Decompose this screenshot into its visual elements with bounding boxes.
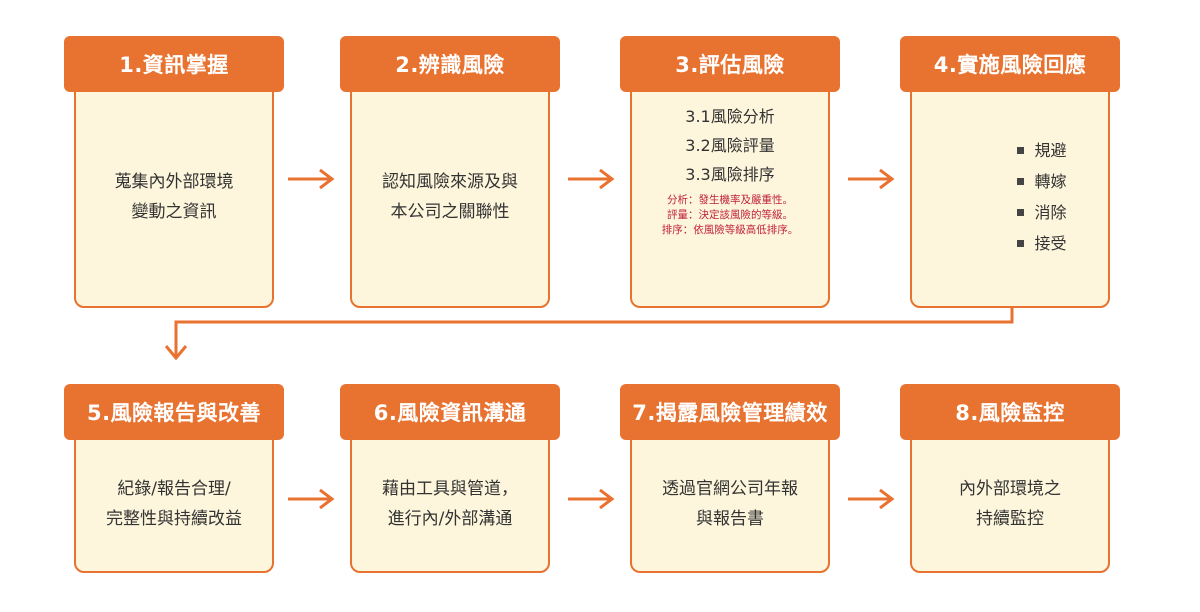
step-1-line-2: 變動之資訊 <box>131 202 217 222</box>
arrow-right-icon <box>288 168 335 190</box>
step-7-line-2: 與報告書 <box>696 508 764 529</box>
step-3-note-2: 評量：決定該風險的等級。 <box>667 209 793 221</box>
step-6-line-2: 進行內/外部溝通 <box>387 508 513 529</box>
step-2-title: 2.辨識風險 <box>340 36 560 92</box>
square-bullet-icon <box>1017 240 1025 247</box>
step-8-title: 8.風險監控 <box>900 384 1120 440</box>
step-1-body: 蒐集內外部環境 變動之資訊 <box>74 86 274 308</box>
arrow-right-icon <box>848 488 895 510</box>
step-3-title: 3.評估風險 <box>620 36 840 92</box>
step-5-title: 5.風險報告與改善 <box>64 384 284 440</box>
step-4-bullet-4: 接受 <box>1017 228 1067 259</box>
step-3-line-1: 3.1風險分析 <box>685 107 775 126</box>
step-1-title: 1.資訊掌握 <box>64 36 284 92</box>
step-3-note-3: 排序：依風險等級高低排序。 <box>661 224 799 236</box>
arrow-right-icon <box>568 168 615 190</box>
step-7-body: 透過官網公司年報 與報告書 <box>630 434 830 573</box>
step-4-bullet-2-label: 轉嫁 <box>1034 172 1067 191</box>
step-3-body: 3.1風險分析 3.2風險評量 3.3風險排序 分析：發生機率及嚴重性。 評量：… <box>630 86 830 308</box>
step-5-line-1: 紀錄/報告合理/ <box>117 478 231 499</box>
step-6-line-1: 藉由工具與管道， <box>382 478 518 499</box>
arrow-right-icon <box>568 488 615 510</box>
step-4-title: 4.實施風險回應 <box>900 36 1120 92</box>
step-6-title: 6.風險資訊溝通 <box>340 384 560 440</box>
arrow-right-icon <box>288 488 335 510</box>
step-2-line-1: 認知風險來源及與 <box>382 172 518 192</box>
step-4-bullet-1-label: 規避 <box>1034 141 1067 160</box>
square-bullet-icon <box>1017 178 1025 185</box>
step-8-body: 內外部環境之 持續監控 <box>910 434 1110 573</box>
step-5-line-2: 完整性與持續改益 <box>106 508 242 529</box>
step-4-bullet-4-label: 接受 <box>1034 234 1067 253</box>
step-3-line-3: 3.3風險排序 <box>685 165 775 184</box>
step-8-line-2: 持續監控 <box>976 508 1044 529</box>
step-1-line-1: 蒐集內外部環境 <box>114 172 234 192</box>
step-6-body: 藉由工具與管道， 進行內/外部溝通 <box>350 434 550 573</box>
step-4-bullet-2: 轉嫁 <box>1017 166 1067 197</box>
step-7-line-1: 透過官網公司年報 <box>662 478 798 499</box>
arrow-right-icon <box>848 168 895 190</box>
connector-arrow-icon <box>164 288 1014 361</box>
step-3-line-2: 3.2風險評量 <box>685 136 775 155</box>
square-bullet-icon <box>1017 147 1025 154</box>
step-5-body: 紀錄/報告合理/ 完整性與持續改益 <box>74 434 274 573</box>
step-4-bullet-3-label: 消除 <box>1034 203 1067 222</box>
step-2-line-2: 本公司之關聯性 <box>390 202 510 222</box>
square-bullet-icon <box>1017 209 1025 216</box>
step-4-bullet-3: 消除 <box>1017 197 1067 228</box>
step-3-note-1: 分析：發生機率及嚴重性。 <box>667 194 793 206</box>
step-4-bullet-1: 規避 <box>1017 135 1067 166</box>
step-2-body: 認知風險來源及與 本公司之關聯性 <box>350 86 550 308</box>
step-7-title: 7.揭露風險管理績效 <box>620 384 840 440</box>
step-8-line-1: 內外部環境之 <box>959 478 1061 499</box>
step-4-body: 規避 轉嫁 消除 接受 <box>910 86 1110 308</box>
